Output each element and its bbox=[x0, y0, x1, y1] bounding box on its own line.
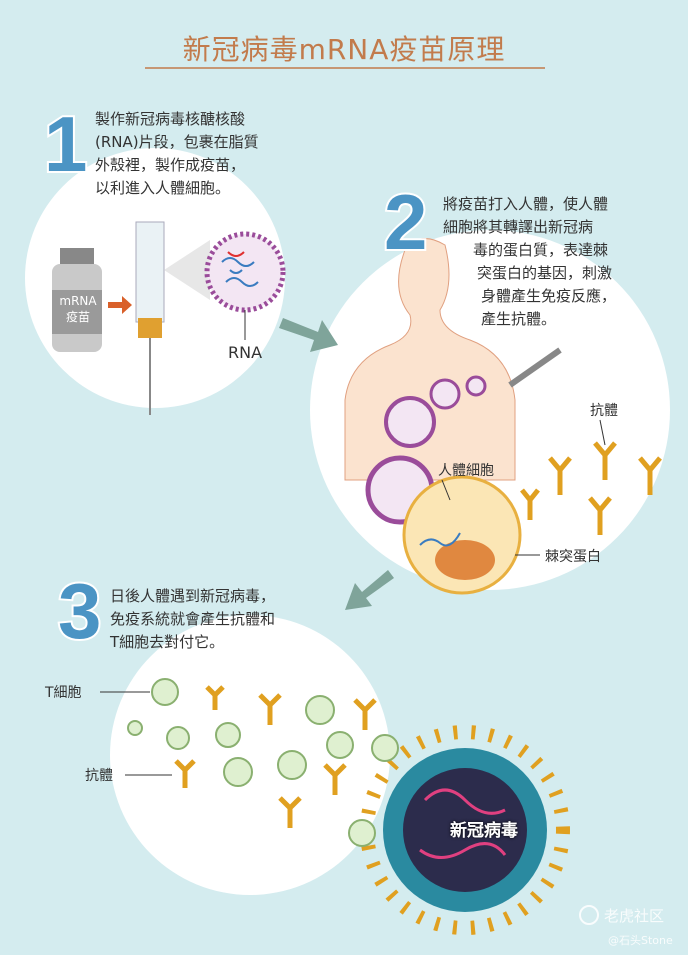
syringe-small-icon bbox=[508, 347, 562, 388]
vaccine-vial-icon bbox=[52, 248, 102, 352]
text-line: 產生抗體。 bbox=[481, 310, 557, 328]
text-line: 日後人體遇到新冠病毒， bbox=[110, 587, 276, 605]
lipid-nanoparticle-icon bbox=[204, 231, 286, 340]
vial-label: mRNA 疫苗 bbox=[56, 293, 100, 325]
text-line: 以利進入人體細胞。 bbox=[95, 179, 231, 197]
page-title: 新冠病毒mRNA疫苗原理 bbox=[182, 33, 506, 66]
text-line: 細胞將其轉譯出新冠病 bbox=[443, 218, 594, 236]
text-line: 將疫苗打入人體，使人體 bbox=[443, 195, 609, 213]
watermark-logo-icon bbox=[579, 905, 599, 925]
arrow-1-to-2-icon bbox=[279, 318, 338, 352]
antibody-label-step3: 抗體 bbox=[85, 768, 113, 784]
virus-label: 新冠病毒 bbox=[450, 821, 518, 841]
text-line: 免疫系統就會產生抗體和 bbox=[110, 610, 276, 628]
antibody-label-step2: 抗體 bbox=[590, 403, 618, 419]
t-cell-label: T細胞 bbox=[45, 685, 82, 701]
step2-text: 將疫苗打入人體，使人體 細胞將其轉譯出新冠病 毒的蛋白質，表達棘 突蛋白的基因，… bbox=[443, 193, 616, 331]
vial-label-line: 疫苗 bbox=[65, 310, 90, 324]
text-line: 突蛋白的基因，刺激 bbox=[477, 264, 613, 282]
text-line: 身體產生免疫反應， bbox=[481, 287, 617, 305]
antibodies-step2 bbox=[520, 419, 662, 535]
step1-number: 1 bbox=[42, 100, 89, 188]
text-line: 毒的蛋白質，表達棘 bbox=[473, 241, 609, 259]
text-line: 外殼裡，製作成疫苗， bbox=[95, 156, 246, 174]
step2-number: 2 bbox=[382, 178, 429, 266]
step1-text: 製作新冠病毒核醣核酸 (RNA)片段，包裹在脂質 外殼裡，製作成疫苗， 以利進入… bbox=[95, 108, 259, 200]
antibodies-step3 bbox=[174, 685, 377, 828]
vial-label-line: mRNA bbox=[59, 294, 97, 308]
rna-label: RNA bbox=[228, 343, 263, 362]
human-cell-label: 人體細胞 bbox=[438, 463, 494, 479]
step3-text: 日後人體遇到新冠病毒， 免疫系統就會產生抗體和 T細胞去對付它。 bbox=[110, 585, 275, 654]
human-cell-icon bbox=[402, 475, 540, 595]
spike-protein-label: 棘突蛋白 bbox=[545, 549, 601, 565]
magnify-beam bbox=[164, 240, 210, 300]
text-line: T細胞去對付它。 bbox=[110, 633, 225, 651]
text-line: 製作新冠病毒核醣核酸 bbox=[95, 110, 246, 128]
watermark-brand: 老虎社区 bbox=[604, 907, 665, 925]
step3-circle bbox=[110, 615, 390, 895]
watermark-user: @石头Stone bbox=[608, 934, 673, 947]
t-cells bbox=[127, 678, 399, 847]
text-line: (RNA)片段，包裹在脂質 bbox=[95, 133, 259, 151]
coronavirus-icon bbox=[360, 725, 570, 935]
syringe-icon bbox=[135, 221, 165, 415]
arrow-2-to-3-icon bbox=[345, 570, 394, 610]
arrow-right-icon bbox=[108, 296, 132, 314]
step3-number: 3 bbox=[56, 567, 103, 655]
